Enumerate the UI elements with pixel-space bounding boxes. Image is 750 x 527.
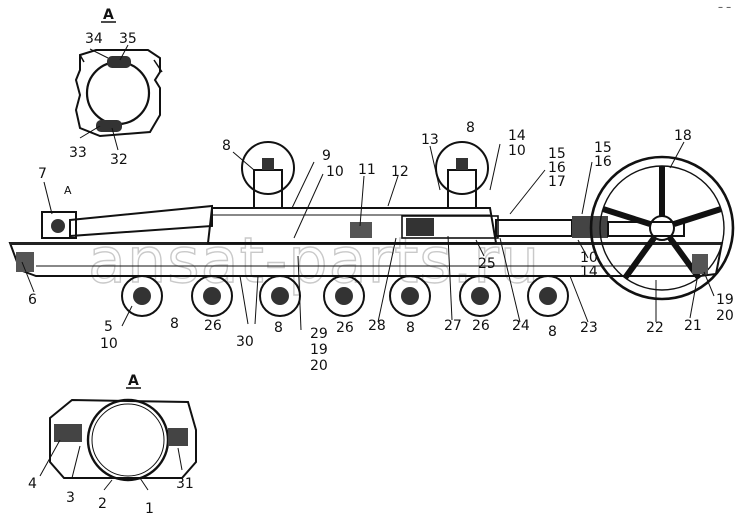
view-a-bottom-title: A [128, 373, 139, 389]
callout-11: 11 [358, 162, 376, 178]
callout-10-top-mid: 10 [508, 143, 526, 159]
callout-8-carrier-left: 8 [222, 138, 231, 154]
callout-28: 28 [368, 318, 386, 334]
callout-12: 12 [391, 164, 409, 180]
callout-14-top: 14 [508, 128, 526, 144]
main-assembly: 7 A 6 5 10 8 26 30 8 29 19 20 26 28 8 27… [8, 120, 735, 374]
callout-15-right: 15 [594, 140, 612, 156]
track-rollers [121, 275, 569, 317]
rear-guard [692, 254, 708, 274]
callout-31: 31 [176, 476, 194, 492]
callout-26-a: 26 [204, 318, 222, 334]
callout-8-roller3: 8 [274, 320, 283, 336]
callout-20-right: 20 [716, 308, 734, 324]
callout-35: 35 [119, 31, 137, 47]
carrier-roller-right [435, 141, 489, 209]
callout-8-carrier-right: 8 [466, 120, 475, 136]
rod-end-clamp [41, 211, 77, 239]
callout-9: 9 [322, 148, 331, 164]
callout-25: 25 [478, 256, 496, 272]
callout-7: 7 [38, 166, 47, 182]
front-guard [16, 252, 34, 272]
detail-view-a-top: A 34 35 33 32 [69, 7, 163, 168]
callout-27: 27 [444, 318, 462, 334]
callout-13: 13 [421, 132, 439, 148]
callout-29: 29 [310, 326, 328, 342]
corner-mark: – – [718, 2, 731, 13]
callout-10-right: 10 [580, 250, 598, 266]
callout-5: 5 [104, 319, 113, 335]
callout-8-roller5: 8 [406, 320, 415, 336]
callout-30: 30 [236, 334, 254, 350]
carrier-roller-left [241, 141, 295, 209]
callout-a: A [64, 184, 72, 197]
callout-20-left: 20 [310, 358, 328, 374]
detail-view-a-bottom: A 4 3 2 1 31 [28, 373, 197, 517]
callout-1: 1 [145, 501, 154, 517]
callout-22: 22 [646, 320, 664, 336]
callout-10-top-left: 10 [326, 164, 344, 180]
callout-3: 3 [66, 490, 75, 506]
callout-26-c: 26 [472, 318, 490, 334]
callout-16-mid: 16 [548, 160, 566, 176]
callout-32: 32 [110, 152, 128, 168]
frame-body [206, 207, 498, 244]
callout-4: 4 [28, 476, 37, 492]
callout-19-right: 19 [716, 292, 734, 308]
callout-21: 21 [684, 318, 702, 334]
recoil-spring-housing [401, 215, 499, 239]
callout-33: 33 [69, 145, 87, 161]
callout-19-left: 19 [310, 342, 328, 358]
callout-8-roller7: 8 [548, 324, 557, 340]
callout-8-roller1: 8 [170, 316, 179, 332]
callout-17: 17 [548, 174, 566, 190]
callout-6: 6 [28, 292, 37, 308]
callout-15-mid: 15 [548, 146, 566, 162]
callout-14-right: 14 [580, 264, 598, 280]
callout-24: 24 [512, 318, 530, 334]
callout-34: 34 [85, 31, 103, 47]
callout-10-bottom: 10 [100, 336, 118, 352]
callout-16-right: 16 [594, 154, 612, 170]
tension-rod [69, 204, 213, 238]
callout-18: 18 [674, 128, 692, 144]
watermark: ansat-parts.ru [88, 224, 540, 297]
callout-26-b: 26 [336, 320, 354, 336]
idler-wheel [589, 155, 735, 301]
callout-2: 2 [98, 496, 107, 512]
callout-23: 23 [580, 320, 598, 336]
view-a-top-title: A [103, 7, 114, 23]
